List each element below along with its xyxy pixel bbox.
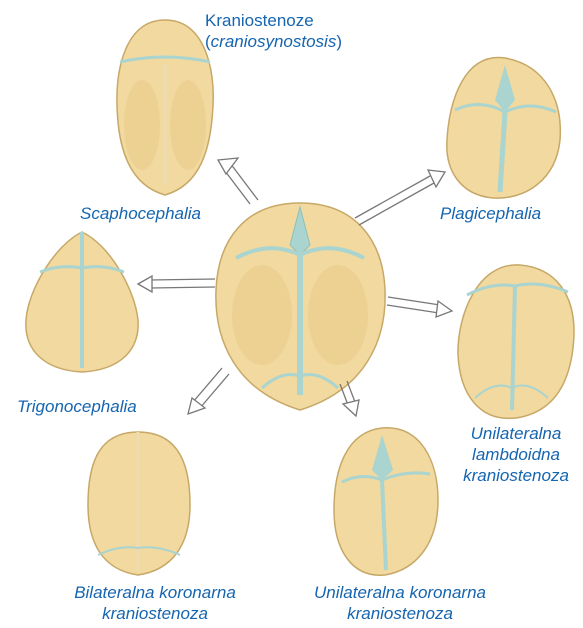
trigonocephaly-skull bbox=[26, 232, 138, 372]
title-line2: (craniosynostosis) bbox=[205, 31, 342, 52]
label-unilateral-coronal-line2: kraniostenoza bbox=[285, 603, 515, 624]
title-line1: Kraniostenoze bbox=[205, 10, 342, 31]
normal-skull bbox=[216, 203, 385, 410]
arrow-to-bilateral-coronal bbox=[188, 368, 229, 414]
arrow-to-trigonocephaly bbox=[138, 276, 215, 292]
scaphocephaly-skull bbox=[117, 20, 213, 195]
label-bilateral-coronal: Bilateralna koronarna kraniostenoza bbox=[40, 582, 270, 624]
title-term: craniosynostosis bbox=[211, 32, 337, 51]
label-bilateral-coronal-line1: Bilateralna koronarna bbox=[40, 582, 270, 603]
title-label: Kraniostenoze (craniosynostosis) bbox=[205, 10, 342, 52]
label-unilateral-coronal: Unilateralna koronarna kraniostenoza bbox=[285, 582, 515, 624]
unilateral-lambdoid-skull bbox=[458, 265, 574, 419]
label-trigonocephalia: Trigonocephalia bbox=[17, 396, 137, 417]
label-unilateral-coronal-line1: Unilateralna koronarna bbox=[285, 582, 515, 603]
label-scaphocephalia: Scaphocephalia bbox=[80, 203, 201, 224]
label-unilateral-lambdoid-line1: Unilateralna bbox=[452, 423, 580, 444]
label-bilateral-coronal-line2: kraniostenoza bbox=[40, 603, 270, 624]
title-paren-close: ) bbox=[336, 32, 342, 51]
label-unilateral-lambdoid-line2: lambdoidna bbox=[452, 444, 580, 465]
bilateral-coronal-skull bbox=[88, 432, 190, 575]
label-plagicephalia: Plagicephalia bbox=[440, 203, 541, 224]
label-unilateral-lambdoid: Unilateralna lambdoidna kraniostenoza bbox=[452, 423, 580, 486]
arrow-to-plagiocephaly bbox=[355, 170, 445, 225]
plagiocephaly-skull bbox=[447, 57, 560, 198]
unilateral-coronal-skull bbox=[334, 428, 438, 575]
arrow-to-scaphocephaly bbox=[218, 158, 258, 204]
arrow-to-unilateral-lambdoid bbox=[387, 297, 452, 317]
label-unilateral-lambdoid-line3: kraniostenoza bbox=[452, 465, 580, 486]
